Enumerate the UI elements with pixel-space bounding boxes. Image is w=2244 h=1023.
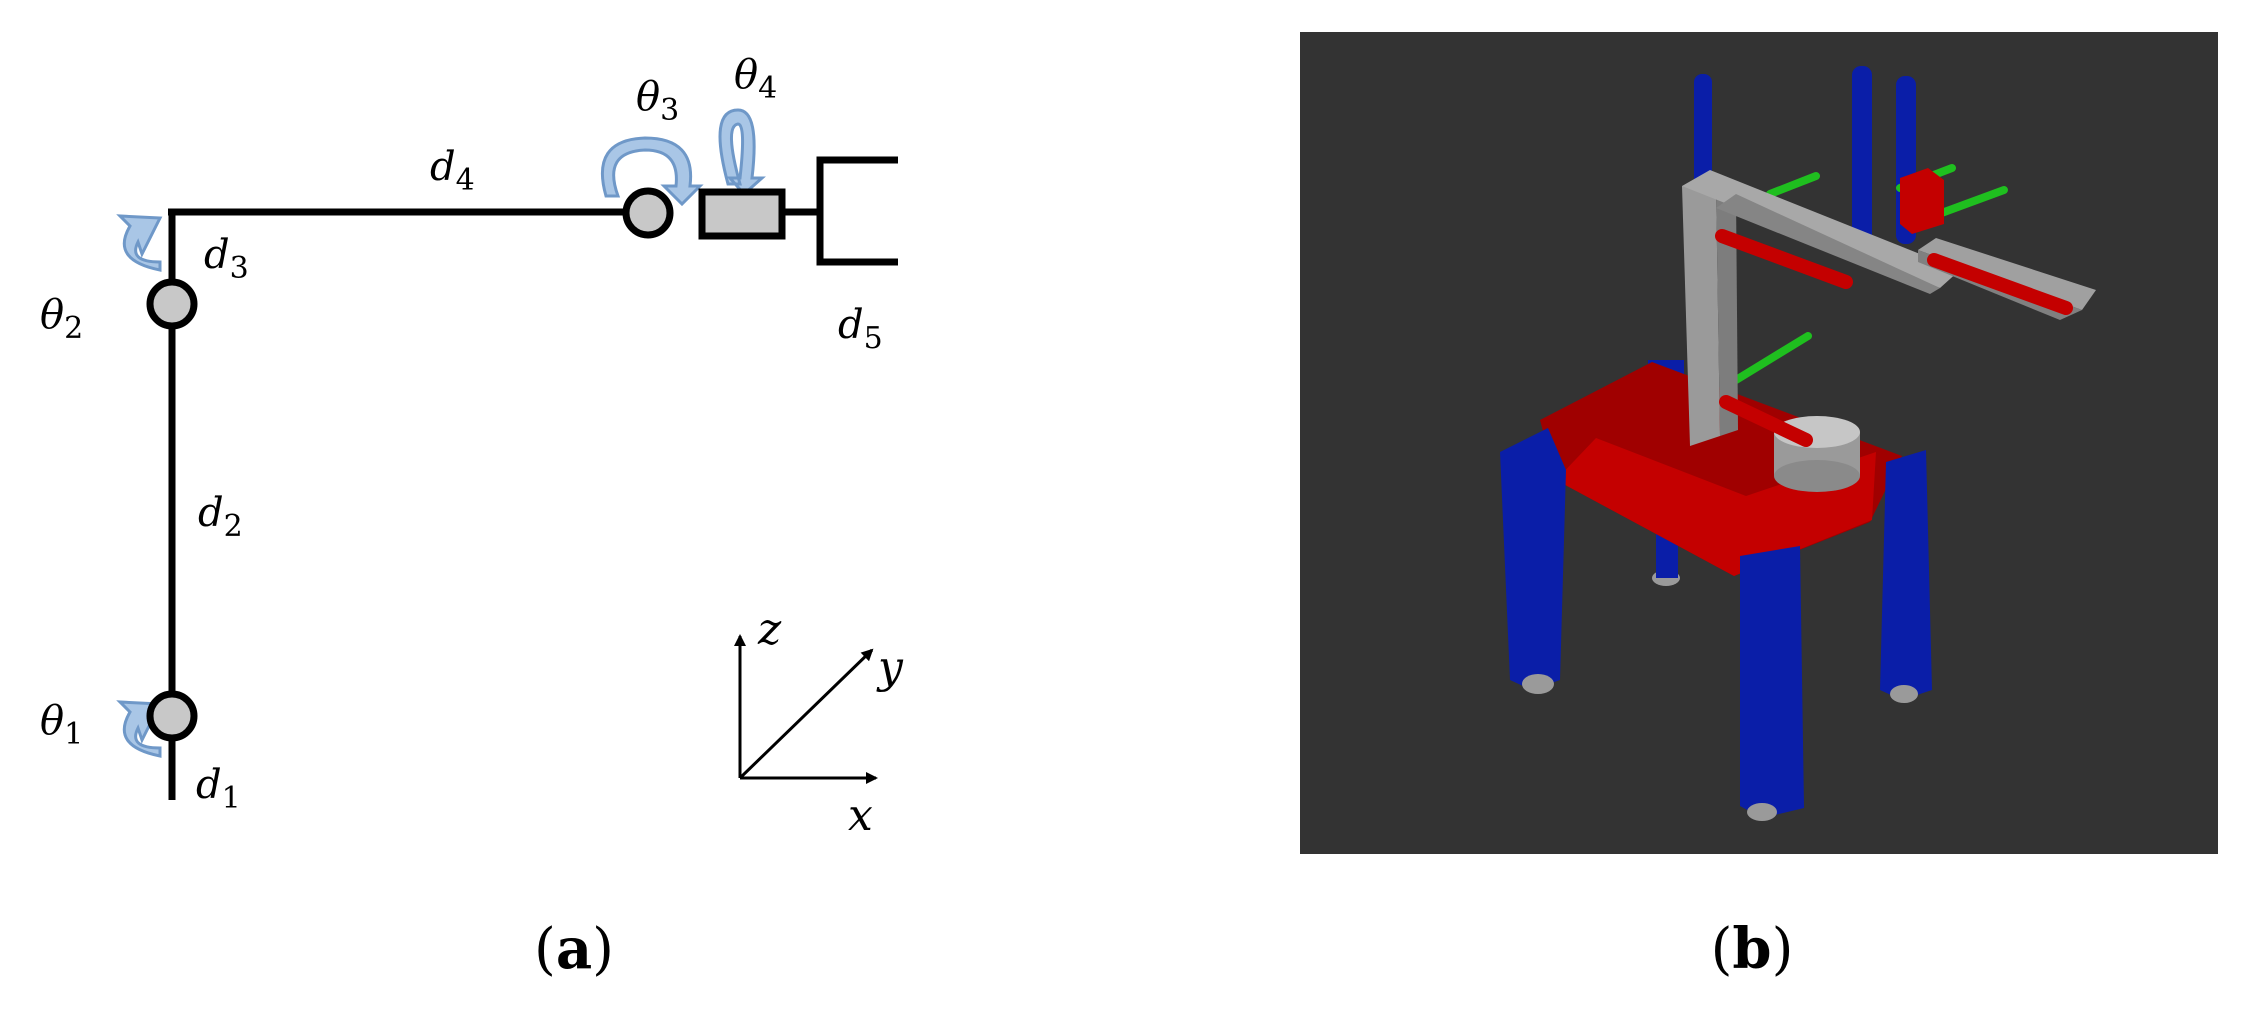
base-table <box>1540 362 1902 576</box>
red-rod-2 <box>1927 253 2073 315</box>
arm-horizontal <box>1682 170 1960 288</box>
joints <box>146 187 786 742</box>
arm-horizontal-face <box>1716 194 1940 294</box>
green-rod-4 <box>1732 332 1812 384</box>
label-theta4: θ4 <box>734 52 777 106</box>
label-theta1: θ1 <box>40 698 83 752</box>
leg-front-right-foot <box>1890 685 1918 703</box>
leg-front-left-foot <box>1522 674 1554 694</box>
arm-vertical-side <box>1716 186 1738 436</box>
red-gripper-block <box>1900 168 1944 234</box>
label-theta3: θ3 <box>636 74 679 128</box>
red-rod-3 <box>1719 395 1813 447</box>
leg-front-right <box>1880 450 1932 700</box>
axis-label-x: x <box>848 790 873 841</box>
panel-b-render: (b) <box>1300 32 2218 982</box>
panel-a-schematic: θ1 θ2 θ3 θ4 d1 d2 d3 d4 d5 z y x (a) <box>40 52 904 982</box>
schematic-labels: θ1 θ2 θ3 θ4 d1 d2 d3 d4 d5 <box>40 52 883 816</box>
green-rod-1 <box>1766 172 1820 198</box>
leg-front-center <box>1740 546 1804 818</box>
cylinder-bottom <box>1774 460 1860 492</box>
post-1 <box>1694 74 1712 194</box>
gripper <box>816 156 898 266</box>
joint-3 <box>622 187 674 239</box>
rotation-arrow-theta2 <box>116 214 163 272</box>
post-2 <box>1852 66 1872 256</box>
coordinate-axes <box>734 634 878 784</box>
rotation-arrow-theta3 <box>600 136 704 207</box>
table-top-face <box>1556 438 1876 576</box>
label-theta2: θ2 <box>40 292 83 346</box>
joint-4-prismatic <box>698 188 786 240</box>
caption-a: (a) <box>534 916 614 982</box>
label-d1: d1 <box>196 762 241 816</box>
axis-label-y: y <box>876 642 904 693</box>
leg-front-center-foot <box>1747 803 1777 821</box>
arm-vertical <box>1682 186 1720 446</box>
arm-slider <box>1918 238 2096 310</box>
base-cylinder <box>1774 416 1860 492</box>
label-d2: d2 <box>198 490 243 544</box>
caption-b: (b) <box>1711 916 1794 982</box>
red-rods <box>1715 229 2073 447</box>
label-d4: d4 <box>430 144 475 198</box>
axis-label-z: z <box>757 604 782 655</box>
joint-1 <box>146 690 198 742</box>
link-lines <box>168 156 898 800</box>
rotation-arrow-theta4 <box>718 108 766 197</box>
front-legs <box>1500 428 1932 821</box>
axis-y-arrow <box>738 648 874 780</box>
joint-2 <box>146 278 198 330</box>
leg-front-left <box>1500 428 1566 690</box>
label-d5: d5 <box>838 302 883 356</box>
red-rod-1 <box>1715 229 1853 289</box>
label-d3: d3 <box>204 232 249 286</box>
